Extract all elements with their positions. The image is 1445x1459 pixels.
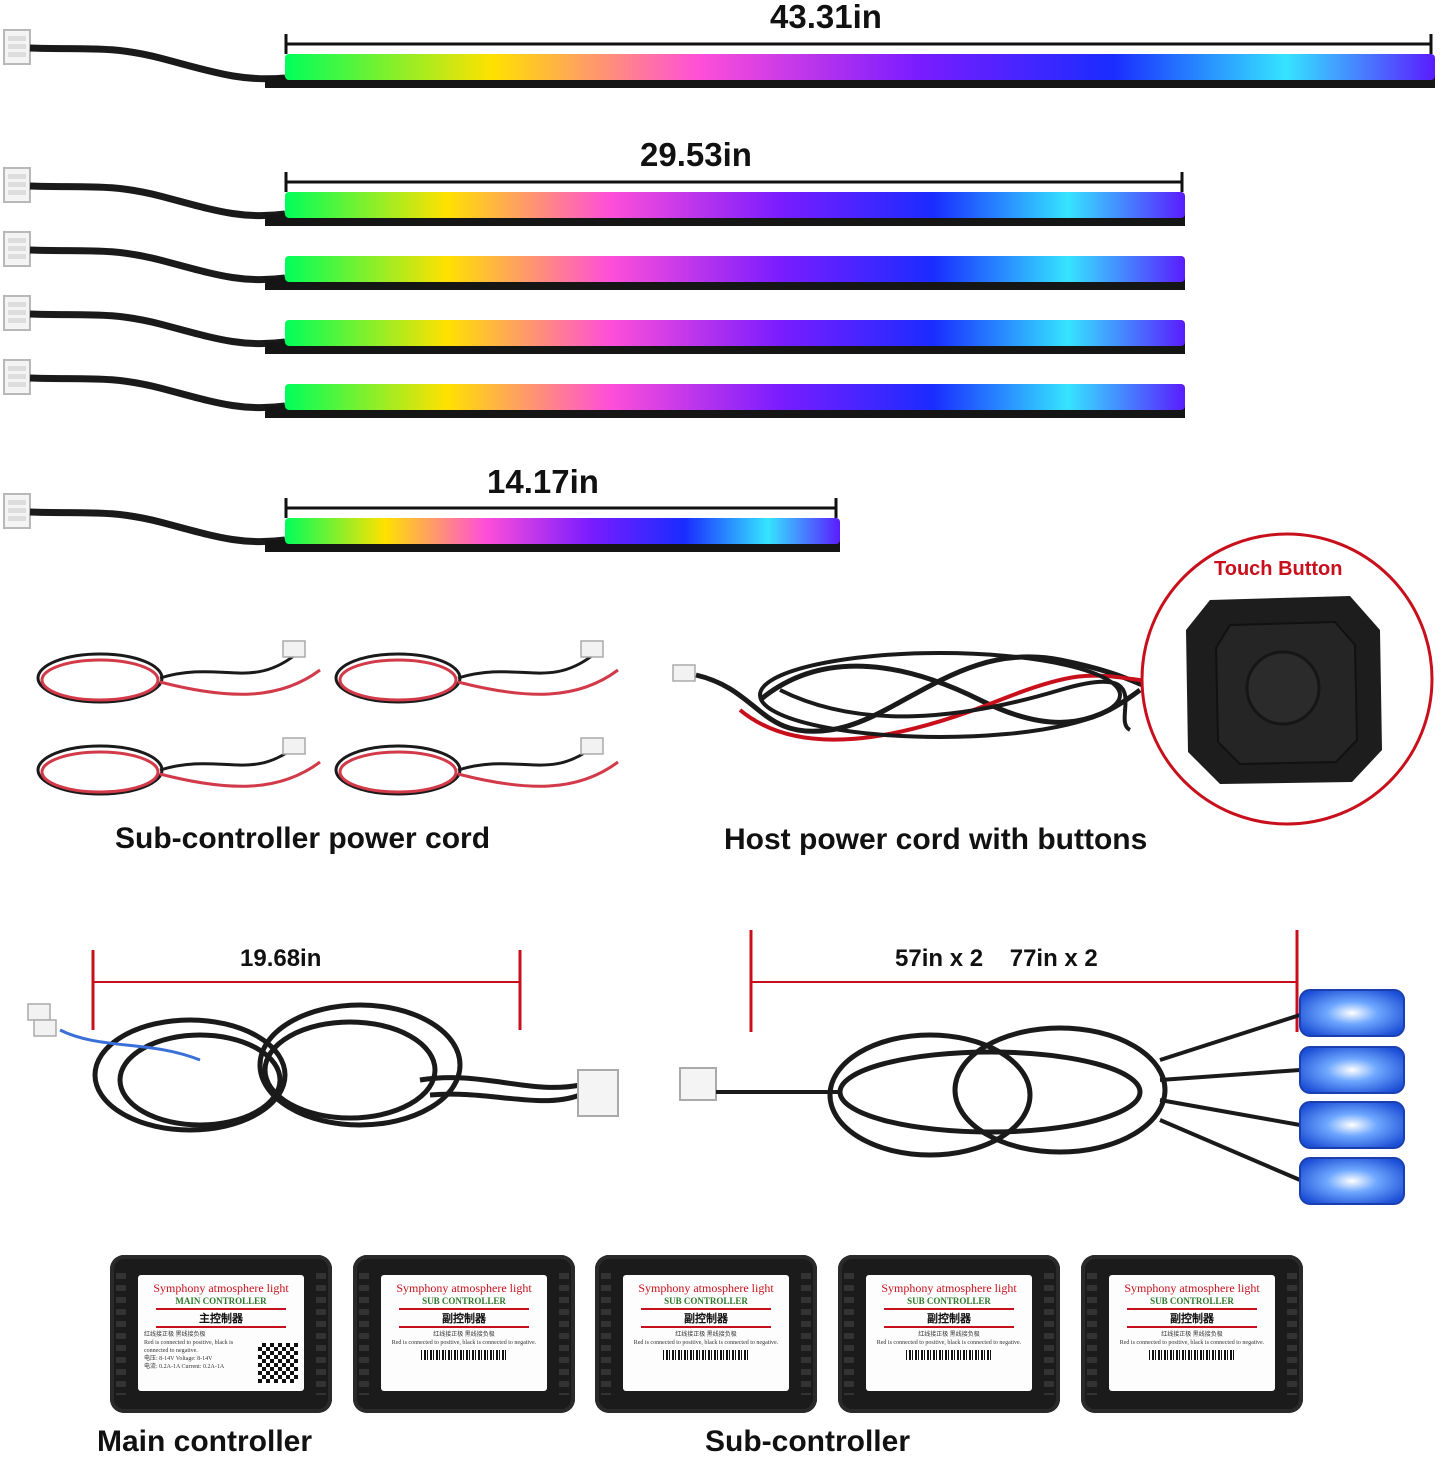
tag-line: 红线接正极 黑线接负极: [1161, 1332, 1223, 1338]
light-strip-29in-2: [3, 231, 1185, 290]
light-strip-43in: [3, 29, 1435, 88]
tag-line: Red is connected to positive, black is c…: [633, 1340, 779, 1346]
tag-line: Red is connected to positive, black is c…: [876, 1340, 1022, 1346]
sub-controller-box-1: Symphony atmosphere light SUB CONTROLLER…: [353, 1255, 575, 1413]
tag-subtitle: SUB CONTROLLER: [907, 1296, 991, 1306]
dimension-label-14in: 14.17in: [487, 463, 599, 500]
tag-title: Symphony atmosphere light: [881, 1281, 1017, 1295]
main-controller-tag: Symphony atmosphere light MAIN CONTROLLE…: [138, 1275, 304, 1391]
dimension-label-19in: 19.68in: [240, 945, 322, 972]
sub-controller-box-4: Symphony atmosphere light SUB CONTROLLER…: [1081, 1255, 1303, 1413]
tag-title: Symphony atmosphere light: [153, 1281, 289, 1295]
dimension-label-footwell: 57in x 2 77in x 2: [895, 945, 1098, 972]
tag-line: Red is connected to positive, black is c…: [1119, 1340, 1265, 1346]
touch-button-label: Touch Button: [1214, 558, 1343, 580]
qr-code: [258, 1343, 298, 1383]
tag-subtitle: SUB CONTROLLER: [422, 1296, 506, 1306]
tag-line: 电流: 0.2A-1A Current: 0.2A-1A: [144, 1364, 225, 1370]
dimension-label-29in: 29.53in: [640, 136, 752, 173]
sub-power-cord-2: [334, 640, 619, 704]
tag-title: Symphony atmosphere light: [396, 1281, 532, 1295]
light-strip-29in-3: [3, 295, 1185, 354]
tag-title: Symphony atmosphere light: [1124, 1281, 1260, 1295]
tag-cn: 主控制器: [156, 1308, 286, 1328]
dimension-label-43in: 43.31in: [770, 0, 882, 35]
sub-power-cord-1: [36, 640, 321, 704]
tag-title: Symphony atmosphere light: [638, 1281, 774, 1295]
footwell-cable: [679, 930, 1301, 1182]
sub-controller-tag: Symphony atmosphere light SUB CONTROLLER…: [866, 1275, 1032, 1391]
sub-controller-box-3: Symphony atmosphere light SUB CONTROLLER…: [838, 1255, 1060, 1413]
barcode: [906, 1350, 992, 1360]
tag-line: 红线接正极 黑线接负极: [144, 1332, 206, 1338]
tag-line: 红线接正极 黑线接负极: [433, 1332, 495, 1338]
main-controller-caption: Main controller: [97, 1425, 313, 1458]
main-controller-box: Symphony atmosphere light MAIN CONTROLLE…: [110, 1255, 332, 1413]
tag-line: Red is connected to positive, black is c…: [144, 1340, 234, 1354]
light-strip-14in: [3, 493, 840, 552]
barcode: [421, 1350, 507, 1360]
sub-power-cord-caption: Sub-controller power cord: [115, 822, 491, 855]
tag-cn: 副控制器: [399, 1308, 529, 1328]
tag-subtitle: SUB CONTROLLER: [1150, 1296, 1234, 1306]
barcode: [663, 1350, 749, 1360]
footwell-led-2: [1299, 1046, 1405, 1094]
tag-line: 红线接正极 黑线接负极: [918, 1332, 980, 1338]
sub-controller-tag: Symphony atmosphere light SUB CONTROLLER…: [381, 1275, 547, 1391]
main-cable: [27, 950, 619, 1133]
host-power-cord-caption: Host power cord with buttons: [724, 823, 1148, 856]
light-strip-29in-4: [3, 359, 1185, 418]
sub-controller-caption: Sub-controller: [705, 1425, 911, 1458]
tag-cn: 副控制器: [641, 1308, 771, 1328]
tag-subtitle: SUB CONTROLLER: [664, 1296, 748, 1306]
sub-power-cord-3: [36, 737, 321, 796]
sub-power-cord-4: [334, 737, 619, 796]
sub-controller-tag: Symphony atmosphere light SUB CONTROLLER…: [623, 1275, 789, 1391]
sub-controller-box-2: Symphony atmosphere light SUB CONTROLLER…: [595, 1255, 817, 1413]
tag-subtitle: MAIN CONTROLLER: [175, 1296, 267, 1306]
footwell-led-1: [1299, 989, 1405, 1037]
tag-line: 红线接正极 黑线接负极: [675, 1332, 737, 1338]
sub-controller-tag: Symphony atmosphere light SUB CONTROLLER…: [1109, 1275, 1275, 1391]
tag-cn: 副控制器: [1127, 1308, 1257, 1328]
touch-button-callout: [1140, 532, 1434, 826]
host-power-cord: [672, 651, 1191, 742]
light-strip-29in-1: [3, 167, 1185, 226]
tag-line: 电压: 8-14V Voltage: 8-14V: [144, 1356, 213, 1362]
tag-cn: 副控制器: [884, 1308, 1014, 1328]
footwell-led-3: [1299, 1101, 1405, 1149]
footwell-led-4: [1299, 1157, 1405, 1205]
barcode: [1149, 1350, 1235, 1360]
tag-line: Red is connected to positive, black is c…: [391, 1340, 537, 1346]
